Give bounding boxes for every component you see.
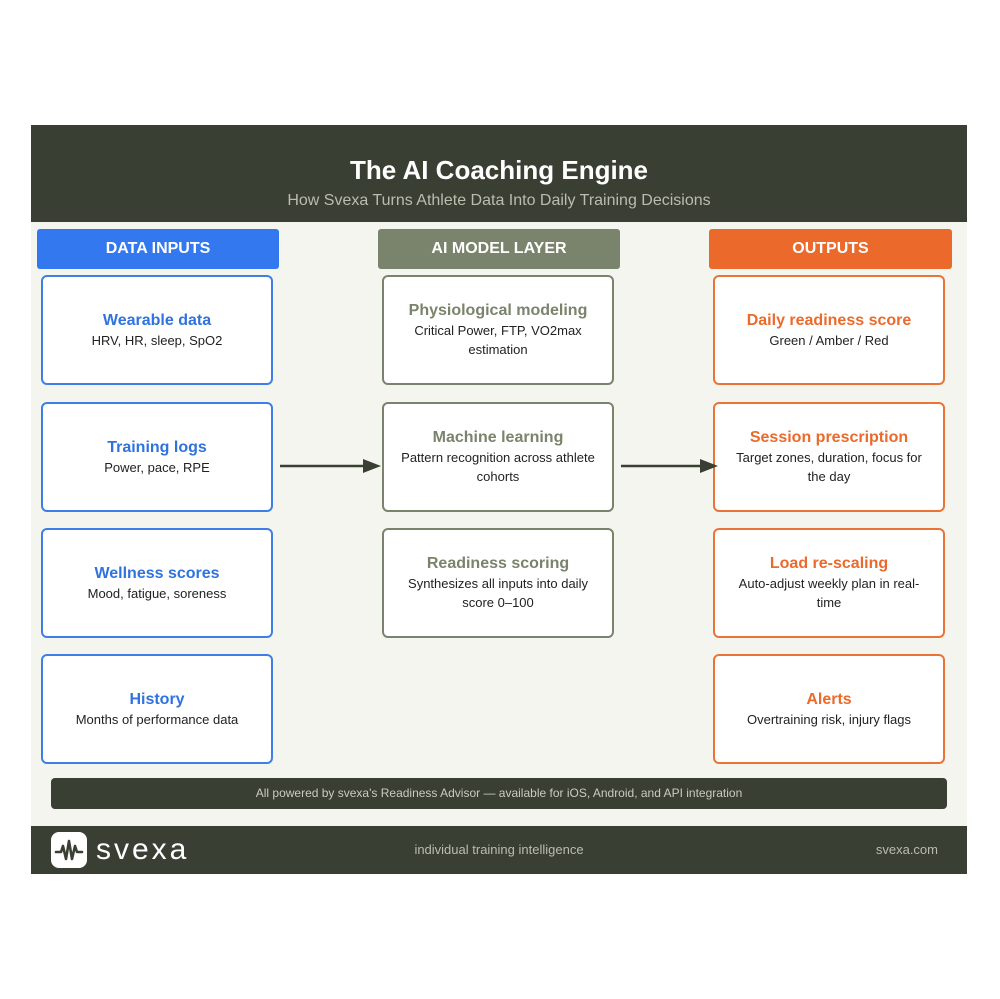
input-box-wearable: Wearable data HRV, HR, sleep, SpO2 <box>41 275 273 385</box>
website-link[interactable]: svexa.com <box>875 842 938 857</box>
box-title: Training logs <box>107 438 207 456</box>
footer-note-bar: All powered by svexa's Readiness Advisor… <box>51 778 947 809</box>
box-title: Session prescription <box>749 429 909 446</box>
output-box-load-rescaling: Load re-scaling Auto-adjust weekly plan … <box>713 528 945 638</box>
box-description: Auto-adjust weekly plan in real-time <box>738 576 920 610</box>
box-description: Months of performance data <box>75 711 239 727</box>
brand-tagline: individual training intelligence <box>414 842 584 857</box>
model-box-readiness-scoring: Readiness scoring Synthesizes all inputs… <box>382 528 614 638</box>
model-box-physiological: Physiological modeling Critical Power, F… <box>382 275 614 385</box>
box-description: Mood, fatigue, soreness <box>87 585 227 601</box>
box-title: Readiness scoring <box>426 555 570 572</box>
box-description: Pattern recognition across athlete cohor… <box>401 450 595 484</box>
input-box-training-logs: Training logs Power, pace, RPE <box>41 402 273 512</box>
box-title: Wearable data <box>102 311 212 329</box>
infographic-card: The AI Coaching Engine How Svexa Turns A… <box>31 125 967 874</box>
model-box-machine-learning: Machine learning Pattern recognition acr… <box>382 402 614 512</box>
column-header-inputs: DATA INPUTS <box>37 229 279 269</box>
header-banner: The AI Coaching Engine How Svexa Turns A… <box>31 125 967 222</box>
box-title: Wellness scores <box>94 564 220 582</box>
box-title: Machine learning <box>432 429 564 446</box>
arrow-model-to-outputs-icon <box>621 459 718 473</box>
output-box-session-prescription: Session prescription Target zones, durat… <box>713 402 945 512</box>
column-header-outputs: OUTPUTS <box>709 229 952 269</box>
box-description: Green / Amber / Red <box>769 332 889 348</box>
box-title: Alerts <box>806 690 852 708</box>
box-description: Target zones, duration, focus for the da… <box>736 450 922 484</box>
brand-footer: svexa individual training intelligence s… <box>31 826 967 874</box>
output-box-readiness-score: Daily readiness score Green / Amber / Re… <box>713 275 945 385</box>
input-box-wellness: Wellness scores Mood, fatigue, soreness <box>41 528 273 638</box>
box-title: History <box>129 690 185 708</box>
output-box-alerts: Alerts Overtraining risk, injury flags <box>713 654 945 764</box>
box-title: Load re-scaling <box>769 555 889 572</box>
arrow-inputs-to-model-icon <box>280 459 381 473</box>
svexa-logo-icon <box>51 832 87 868</box>
box-description: Critical Power, FTP, VO2max estimation <box>414 323 582 357</box>
box-description: Synthesizes all inputs into daily score … <box>408 576 588 610</box>
page-title: The AI Coaching Engine <box>349 155 649 185</box>
box-description: Overtraining risk, injury flags <box>747 711 911 727</box>
brand-logo-text: svexa <box>96 833 190 866</box>
input-box-history: History Months of performance data <box>41 654 273 764</box>
box-description: HRV, HR, sleep, SpO2 <box>91 332 223 348</box>
box-title: Physiological modeling <box>408 302 588 319</box>
page-subtitle: How Svexa Turns Athlete Data Into Daily … <box>287 192 711 209</box>
box-description: Power, pace, RPE <box>104 459 210 475</box>
box-title: Daily readiness score <box>746 311 912 329</box>
column-header-model: AI MODEL LAYER <box>378 229 620 269</box>
